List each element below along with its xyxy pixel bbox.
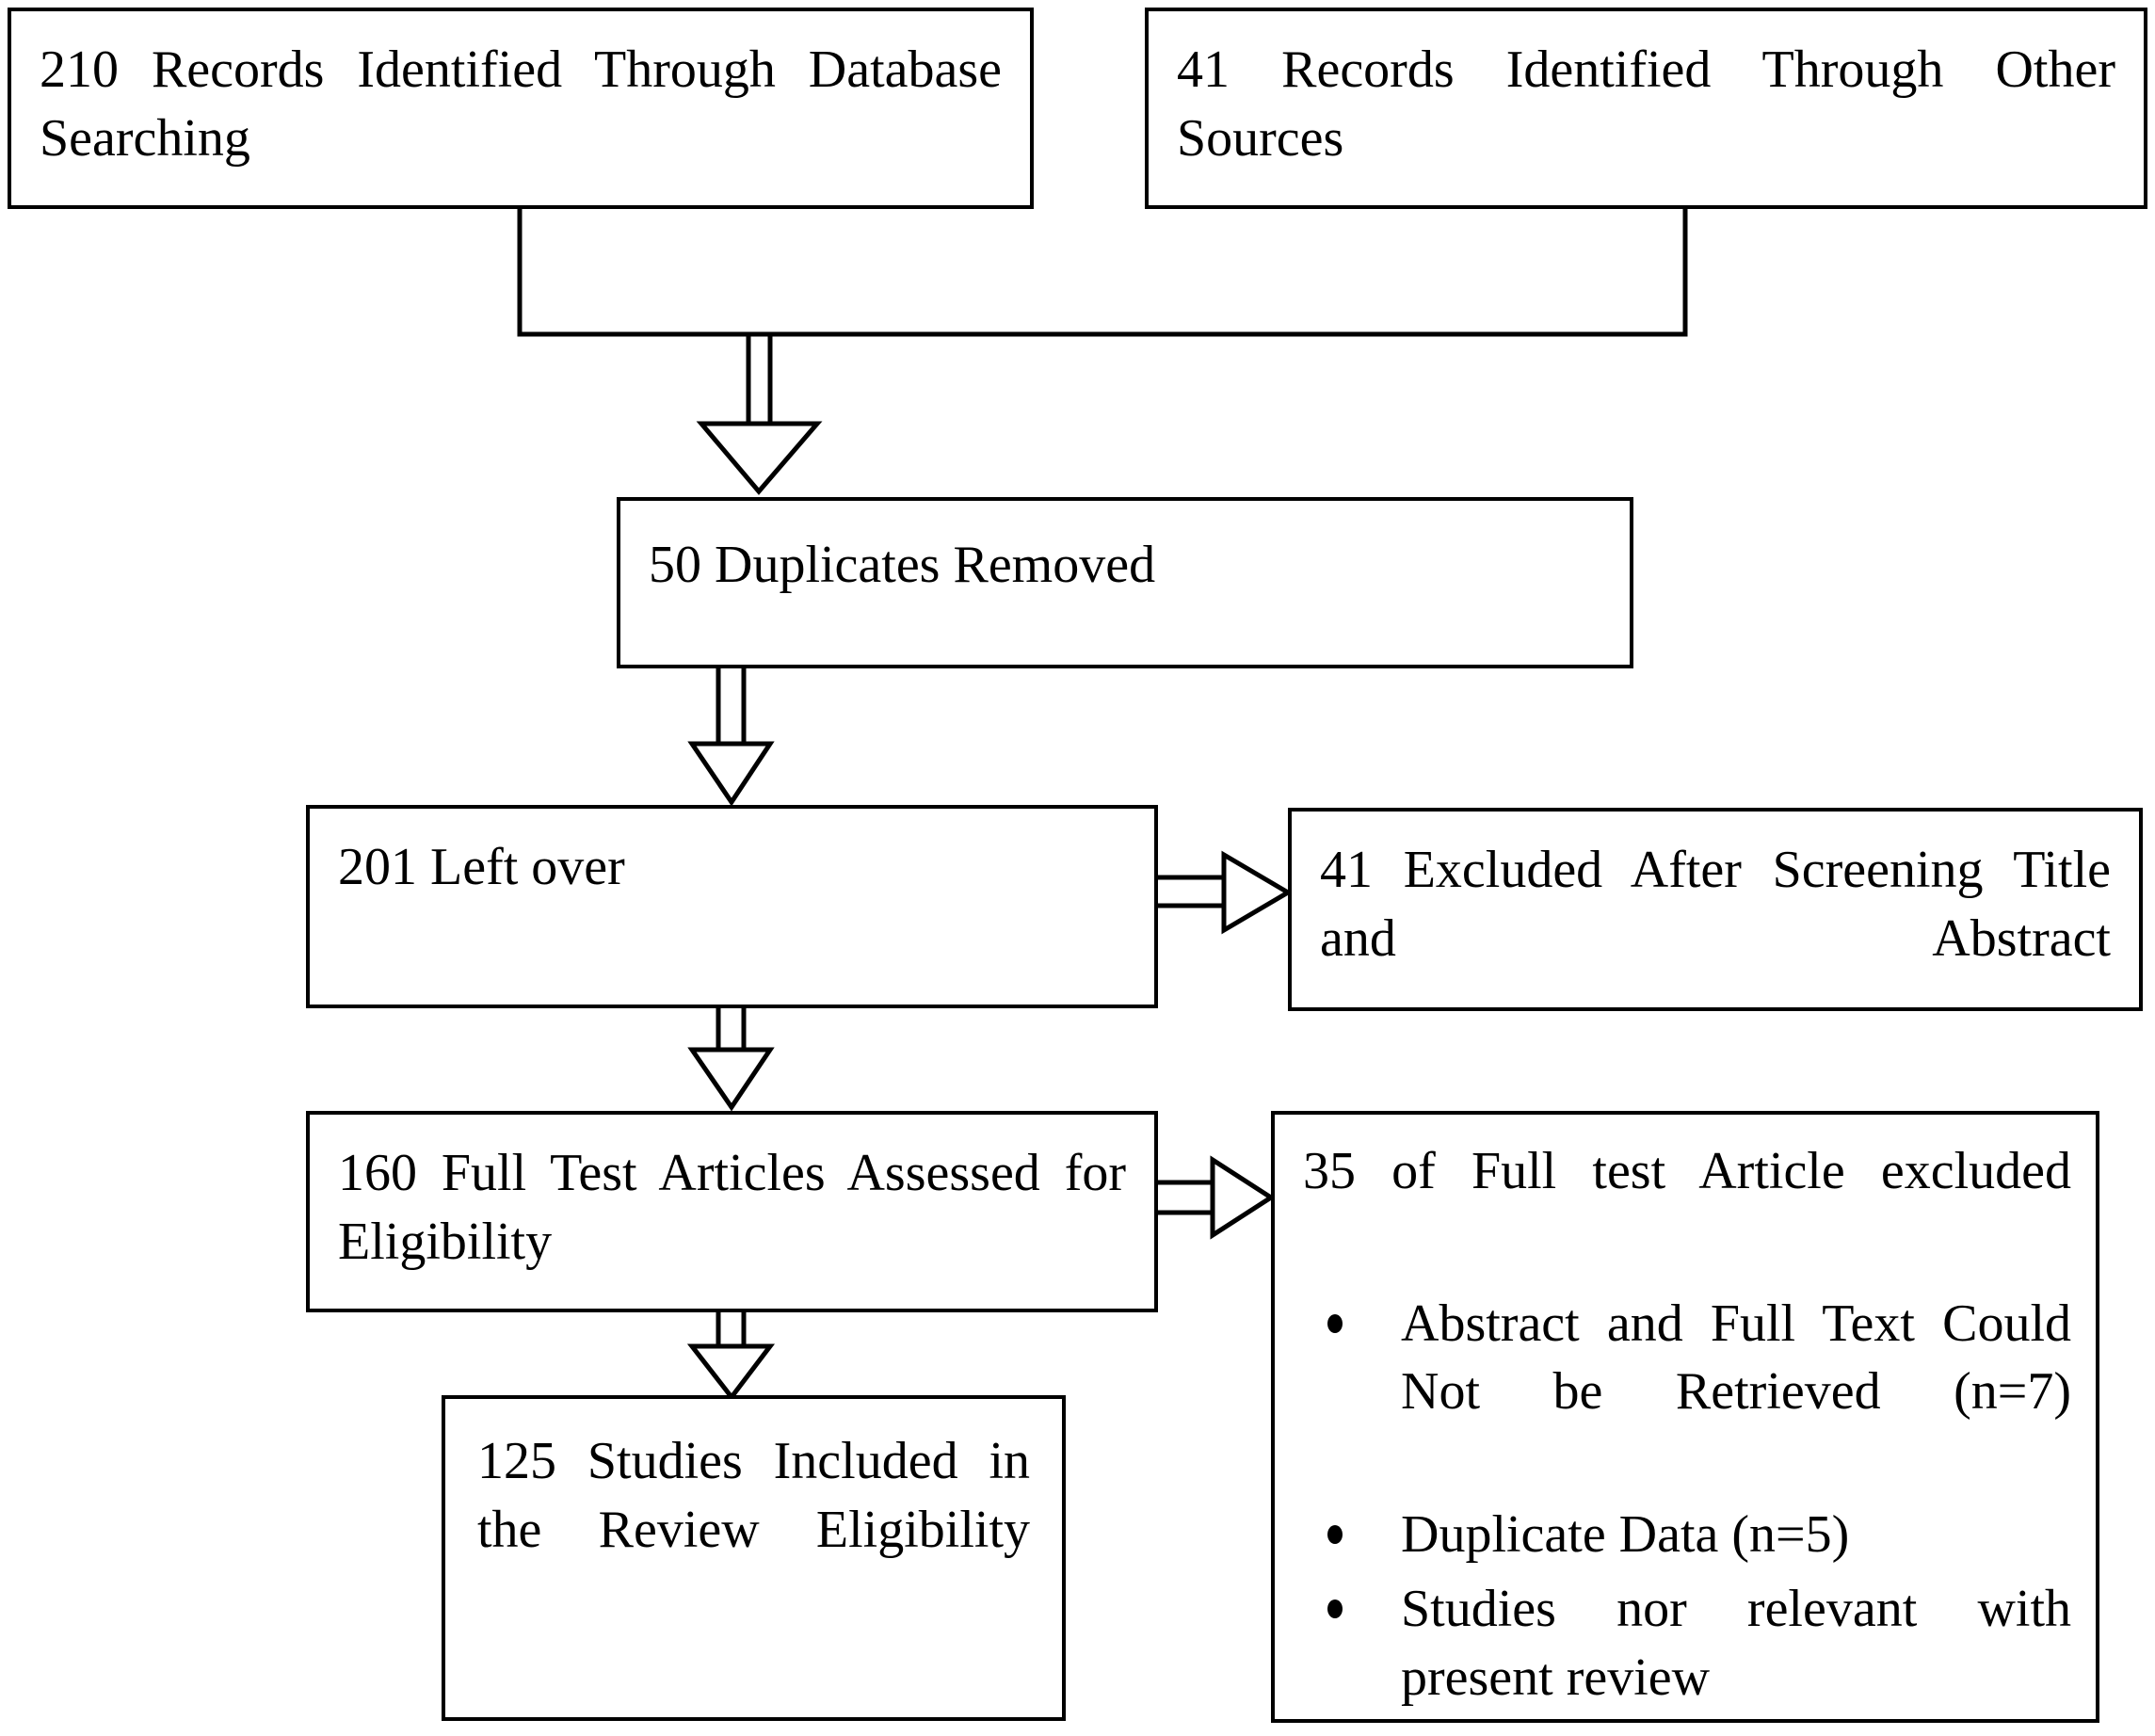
node-body: 160 Full Test Articles Assessed for Elig… <box>310 1115 1154 1354</box>
reason-text: Duplicate Data (n=5) <box>1401 1504 1850 1564</box>
node-body: 41 Records Identified Through Other Sour… <box>1149 11 2144 250</box>
node-body: 125 Studies Included in the Review Eligi… <box>445 1399 1062 1642</box>
node-records-database-searching: 210 Records Identified Through Database … <box>8 8 1034 209</box>
node-body: 41 Excluded After Screening Title and Ab… <box>1292 812 2139 1051</box>
arrowhead-right-excluded-screening <box>1221 850 1293 935</box>
reason-text: Abstract and Full Text Could Not be Retr… <box>1401 1294 2071 1422</box>
list-item: Duplicate Data (n=5) <box>1303 1501 2071 1569</box>
full-text-excluded-heading: 35 of Full test Article excluded <box>1303 1142 2071 1200</box>
node-body: 201 Left over <box>310 809 1154 911</box>
list-item: Studies nor relevant with present review <box>1303 1575 2071 1712</box>
bullet-dot-icon <box>1327 1313 1343 1333</box>
studies-included-text: 125 Studies Included in the Review Eligi… <box>477 1432 1030 1559</box>
node-records-other-sources: 41 Records Identified Through Other Sour… <box>1145 8 2147 209</box>
bullet-dot-icon <box>1327 1599 1343 1618</box>
arrowhead-down-duplicates <box>696 421 823 495</box>
edge-duplicates-to-leftover <box>716 668 747 744</box>
node-studies-included: 125 Studies Included in the Review Eligi… <box>442 1395 1066 1721</box>
node-excluded-title-abstract: 41 Excluded After Screening Title and Ab… <box>1288 808 2143 1011</box>
excluded-title-abstract-text: 41 Excluded After Screening Title and Ab… <box>1320 841 2111 968</box>
node-full-text-assessed: 160 Full Test Articles Assessed for Elig… <box>306 1111 1158 1312</box>
arrowhead-right-excluded-fulltext <box>1210 1155 1276 1240</box>
full-text-excluded-reason-list: Abstract and Full Text Could Not be Retr… <box>1303 1290 2071 1712</box>
node-body: 50 Duplicates Removed <box>620 501 1630 609</box>
node-body: 35 of Full test Article excluded Abstrac… <box>1275 1115 2096 1727</box>
node-left-over: 201 Left over <box>306 805 1158 1008</box>
records-database-searching-text: 210 Records Identified Through Database … <box>40 40 1002 168</box>
node-full-text-excluded: 35 of Full test Article excluded Abstrac… <box>1271 1111 2099 1723</box>
full-text-assessed-text: 160 Full Test Articles Assessed for Elig… <box>338 1144 1126 1271</box>
arrowhead-down-fulltest <box>687 1047 775 1112</box>
arrowhead-down-leftover <box>687 741 775 807</box>
edge-fulltest-to-excluded <box>1158 1180 1213 1215</box>
duplicates-removed-text: 50 Duplicates Removed <box>649 536 1156 594</box>
records-other-sources-text: 41 Records Identified Through Other Sour… <box>1177 40 2115 168</box>
edge-leftover-to-excluded <box>1158 875 1224 908</box>
reason-text: Studies nor relevant with present review <box>1401 1579 2071 1707</box>
list-item: Abstract and Full Text Could Not be Retr… <box>1303 1290 2071 1495</box>
left-over-text: 201 Left over <box>338 838 625 896</box>
node-body: 210 Records Identified Through Database … <box>11 11 1030 250</box>
node-duplicates-removed: 50 Duplicates Removed <box>617 497 1633 668</box>
edge-leftover-to-fulltest <box>716 1008 747 1050</box>
bullet-dot-icon <box>1327 1524 1343 1544</box>
